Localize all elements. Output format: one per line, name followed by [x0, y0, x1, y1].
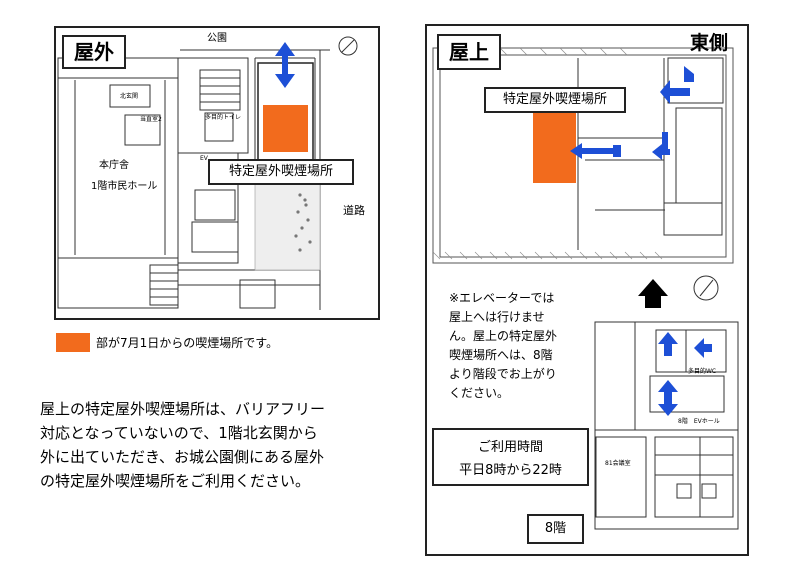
- elevator-note-line: ※エレベーターでは: [449, 291, 555, 305]
- rooftop-title: 屋上: [437, 34, 501, 70]
- main-note: 屋上の特定屋外喫煙場所は、バリアフリー 対応となっていないので、1階北玄関から …: [40, 397, 325, 493]
- room-2-label: 当直室2: [140, 116, 162, 123]
- main-note-line: 屋上の特定屋外喫煙場所は、バリアフリー: [40, 400, 326, 418]
- main-note-line: 対応となっていないので、1階北玄関から: [40, 424, 318, 442]
- multi-toilet-label: 多目的トイレ: [205, 114, 242, 121]
- citizen-hall-label: 1階市民ホール: [91, 181, 158, 192]
- hours-value: 平日8時から22時: [459, 463, 562, 478]
- main-note-line: 外に出ていただき、お城公園側にある屋外: [40, 448, 324, 466]
- hours-title: ご利用時間: [477, 440, 543, 455]
- legend-swatch: [56, 333, 90, 352]
- meeting-room-label: 81会議室: [605, 460, 631, 467]
- main-building-label: 本庁舎: [99, 160, 129, 171]
- main-note-line: の特定屋外喫煙場所をご利用ください。: [40, 472, 311, 490]
- elevator-note-line: ください。: [449, 386, 510, 400]
- rooftop-smoking-area-label: 特定屋外喫煙場所: [484, 87, 626, 113]
- floor-8-label: 8階: [527, 514, 584, 544]
- ev-hall-label: 8階 EVホール: [678, 418, 720, 425]
- elevator-note-line: 屋上へは行けませ: [449, 310, 545, 324]
- north-entrance-label: 北玄関: [120, 93, 139, 100]
- outdoor-title: 屋外: [62, 35, 126, 69]
- park-label: 公園: [207, 33, 227, 44]
- elevator-note-line: より階段でお上がり: [449, 367, 557, 381]
- rooftop-smoking-area-marker: [533, 113, 576, 183]
- outdoor-smoking-area-label: 特定屋外喫煙場所: [208, 159, 354, 185]
- multi-wc-label: 多目的WC: [688, 368, 717, 375]
- elevator-note: ※エレベーターでは 屋上へは行けませ ん。屋上の特定屋外 喫煙場所へは、8階 よ…: [449, 289, 557, 403]
- road-label: 道路: [343, 204, 365, 217]
- elevator-note-line: ん。屋上の特定屋外: [449, 329, 558, 343]
- outdoor-smoking-area-marker: [263, 105, 308, 152]
- usage-hours-box: ご利用時間 平日8時から22時: [432, 428, 589, 486]
- up-arrow: [638, 279, 668, 308]
- ev-label: EV: [200, 155, 208, 162]
- east-side-label: 東側: [690, 32, 729, 54]
- legend-text: 部が7月1日からの喫煙場所です。: [96, 336, 279, 350]
- elevator-note-line: 喫煙場所へは、8階: [449, 348, 553, 362]
